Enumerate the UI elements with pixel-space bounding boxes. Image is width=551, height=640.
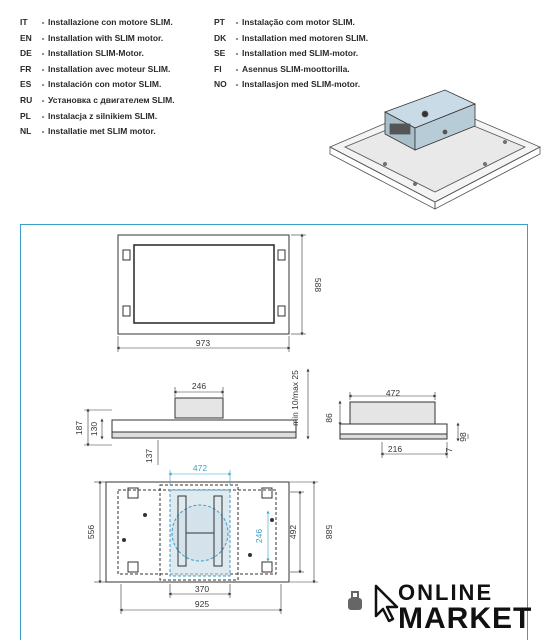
technical-drawing-frame	[20, 224, 528, 640]
logo-line1: ONLINE	[398, 580, 493, 605]
online-market-logo: ONLINE MARKET	[348, 580, 532, 635]
dim-bottom-blue-width: 472	[193, 463, 207, 473]
bottom-view	[94, 470, 318, 614]
cursor-icon	[374, 584, 399, 623]
isometric-installation-illustration	[329, 89, 541, 210]
language-list-right: PT-Instalação com motor SLIM. DK-Install…	[214, 15, 368, 93]
dim-bottom-left-height: 556	[86, 525, 96, 539]
lang-row-it: IT-Installazione con motore SLIM.	[20, 17, 173, 27]
end-view	[338, 392, 469, 458]
dim-end-height: 86	[324, 413, 334, 423]
lang-row-de: DE-Installation SLIM-Motor.	[20, 48, 144, 59]
dim-bottom-inner-width: 370	[195, 584, 209, 594]
dim-side-small: 137	[144, 449, 154, 463]
dim-bottom-inner-height: 492	[288, 525, 298, 539]
lang-row-pl: PL-Instalacja z silnikiem SLIM.	[20, 110, 158, 121]
dim-end-right-b: 7	[444, 447, 454, 452]
dim-top-height: 588	[313, 278, 323, 292]
weight-icon	[348, 591, 362, 610]
lang-row-es: ES-Instalación con motor SLIM.	[20, 79, 162, 90]
lang-row-pt: PT-Instalação com motor SLIM.	[214, 17, 355, 27]
dim-side-height: 187	[74, 421, 84, 435]
lang-row-se: SE-Installation med SLIM-motor.	[214, 48, 359, 59]
dim-side-inner: 130	[89, 422, 99, 436]
dim-top-width: 973	[196, 338, 210, 348]
dim-side-motor-width: 246	[192, 381, 206, 391]
logo-line2: MARKET	[398, 602, 532, 635]
lang-row-nl: NL-Installatie met SLIM motor.	[20, 126, 156, 137]
dim-bottom-outer-width: 925	[195, 599, 209, 609]
dim-end-width: 472	[386, 388, 400, 398]
lang-row-fr: FR-Installation avec moteur SLIM.	[20, 63, 171, 74]
dim-end-right-a: 98	[458, 432, 468, 442]
dim-bottom-outer-height: 588	[324, 525, 334, 539]
lang-row-fi: FI-Asennus SLIM-moottorilla.	[214, 63, 350, 74]
top-view	[116, 233, 306, 352]
lang-row-en: EN-Installation with SLIM motor.	[20, 32, 164, 43]
side-view	[84, 368, 310, 465]
dim-min-max: min 10/max 25	[290, 370, 300, 426]
lang-row-ru: RU-Установка с двигателем SLIM.	[20, 94, 175, 105]
dim-end-offset: 216	[388, 444, 402, 454]
lang-row-no: NO-Installasjon med SLIM-motor.	[214, 79, 361, 90]
language-list-left: IT-Installazione con motore SLIM. EN-Ins…	[20, 15, 175, 140]
dim-bottom-blue-height: 246	[254, 529, 264, 543]
lang-row-dk: DK-Installation med motoren SLIM.	[214, 32, 369, 43]
